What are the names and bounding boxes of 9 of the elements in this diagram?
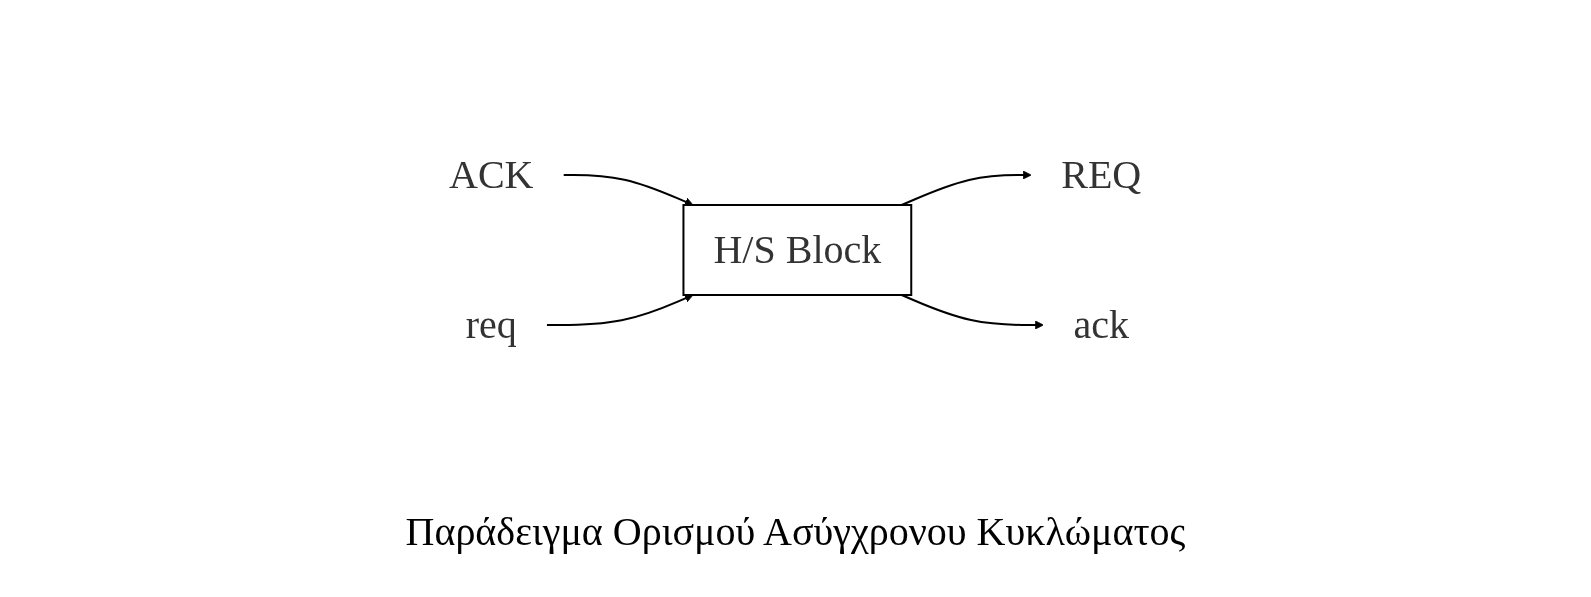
node-text: ACK bbox=[449, 152, 534, 197]
arrow bbox=[546, 294, 694, 326]
caption: Παράδειγμα Ορισμού Ασύγχρονου Κυκλώματος bbox=[405, 508, 1186, 555]
node-text: req bbox=[466, 302, 518, 347]
node-text: REQ bbox=[1061, 152, 1142, 197]
arrow bbox=[901, 294, 1045, 330]
node-box: H/S Block bbox=[682, 204, 913, 296]
node-text: ack bbox=[1073, 302, 1130, 347]
arrow bbox=[562, 174, 694, 206]
